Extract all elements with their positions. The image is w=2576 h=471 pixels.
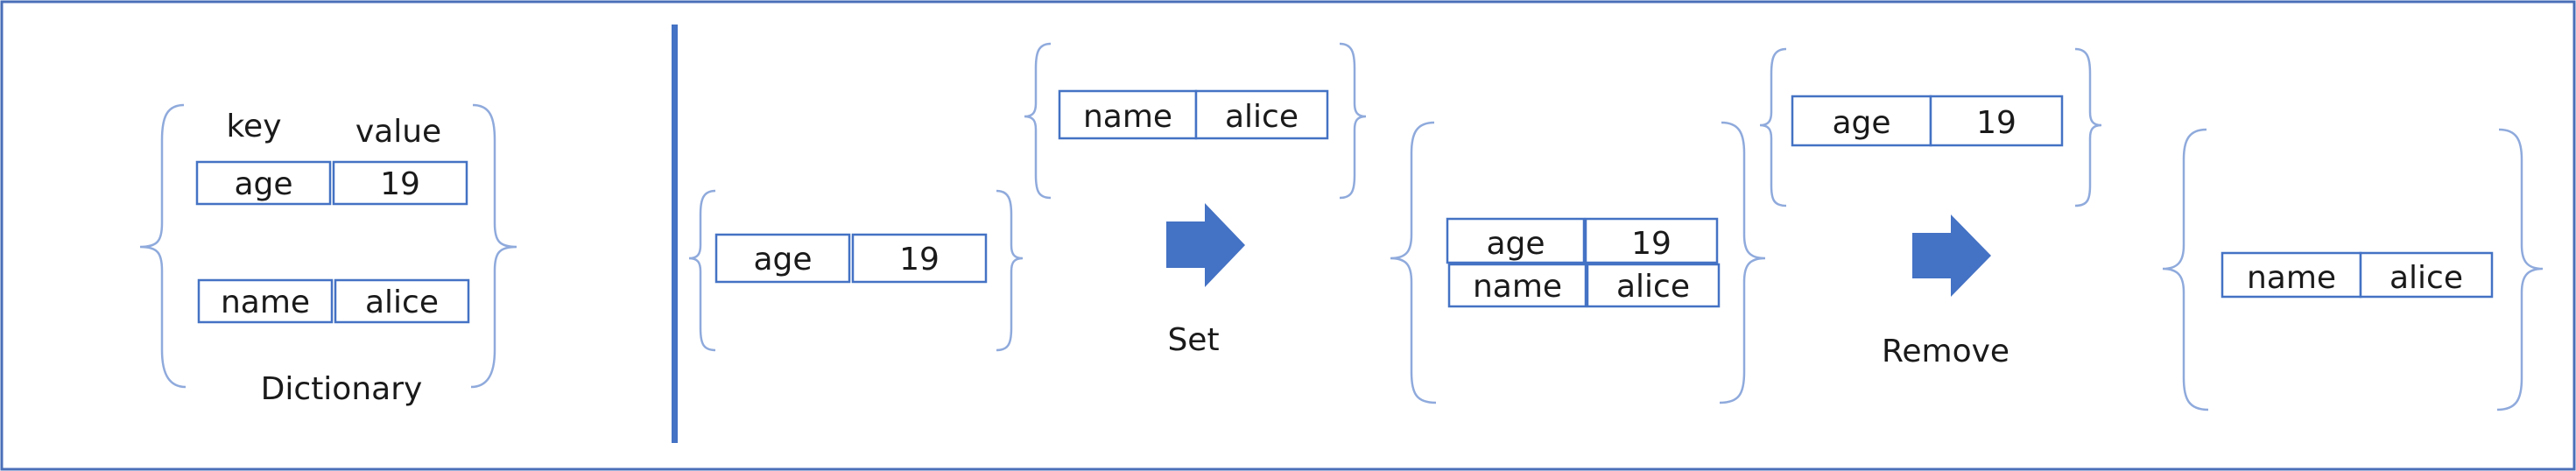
entry-key: name xyxy=(2247,260,2336,296)
value-cell xyxy=(1929,95,2064,147)
right-arrow-icon xyxy=(1166,203,1245,287)
entry-value: alice xyxy=(1225,99,1299,135)
entry-key: age xyxy=(753,242,812,278)
dictionary-entry: age 19 xyxy=(195,160,468,206)
key-cell xyxy=(714,233,851,284)
entry-key: name xyxy=(221,285,310,320)
right-brace xyxy=(1719,121,1766,404)
section-divider xyxy=(672,25,678,443)
value-header: value xyxy=(355,114,441,150)
key-header: key xyxy=(226,109,281,144)
key-cell xyxy=(1058,89,1198,140)
right-brace xyxy=(470,103,517,389)
entry-value: 19 xyxy=(380,166,420,202)
value-cell xyxy=(1584,217,1719,264)
left-brace xyxy=(139,103,187,389)
right-brace xyxy=(2074,47,2102,207)
key-cell xyxy=(197,278,334,324)
right-brace xyxy=(996,189,1024,352)
right-arrow-icon xyxy=(1912,214,1991,297)
key-cell xyxy=(1446,217,1586,264)
left-brace xyxy=(1024,42,1052,200)
entry-value: 19 xyxy=(899,242,940,278)
set-step-panel: age 19 name alice Set xyxy=(688,42,1367,358)
entry-value: 19 xyxy=(1631,226,1672,262)
dictionary-panel: key value age 19 name alice Dictionary xyxy=(139,103,517,407)
entry-key: name xyxy=(1473,269,1562,305)
left-brace xyxy=(1759,47,1787,207)
dictionary-entry: name alice xyxy=(197,278,470,324)
remove-outgoing-entry: age 19 xyxy=(1759,47,2102,207)
key-cell xyxy=(195,160,332,206)
left-brace xyxy=(2162,128,2209,411)
value-cell xyxy=(332,160,468,206)
left-brace xyxy=(688,189,716,352)
remove-after-dictionary: name alice xyxy=(2162,128,2544,411)
value-cell xyxy=(2359,251,2494,299)
key-cell xyxy=(1791,95,1932,147)
entry-value: alice xyxy=(1616,269,1690,305)
entry-value: 19 xyxy=(1976,105,2016,141)
set-before-dictionary: age 19 xyxy=(688,189,1024,352)
entry-value: alice xyxy=(365,285,439,320)
remove-step-panel: age 19 name alice age 19 Remove xyxy=(1390,47,2544,411)
right-brace xyxy=(2496,128,2544,411)
entry-key: age xyxy=(234,166,292,202)
entry-key: age xyxy=(1486,226,1545,262)
value-cell xyxy=(1194,89,1329,140)
value-cell xyxy=(334,278,470,324)
value-cell xyxy=(851,233,988,284)
entry-key: age xyxy=(1832,105,1890,141)
key-cell xyxy=(1447,263,1587,308)
value-cell xyxy=(1586,263,1721,308)
remove-label: Remove xyxy=(1882,334,2009,369)
remove-before-dictionary: age 19 name alice xyxy=(1390,121,1766,404)
left-brace xyxy=(1390,121,1437,404)
entry-value: alice xyxy=(2389,260,2463,296)
set-incoming-entry: name alice xyxy=(1024,42,1367,200)
right-brace xyxy=(1339,42,1367,200)
entry-key: name xyxy=(1083,99,1172,135)
set-label: Set xyxy=(1167,322,1219,358)
dictionary-braces xyxy=(139,103,517,389)
dictionary-caption: Dictionary xyxy=(261,371,423,407)
